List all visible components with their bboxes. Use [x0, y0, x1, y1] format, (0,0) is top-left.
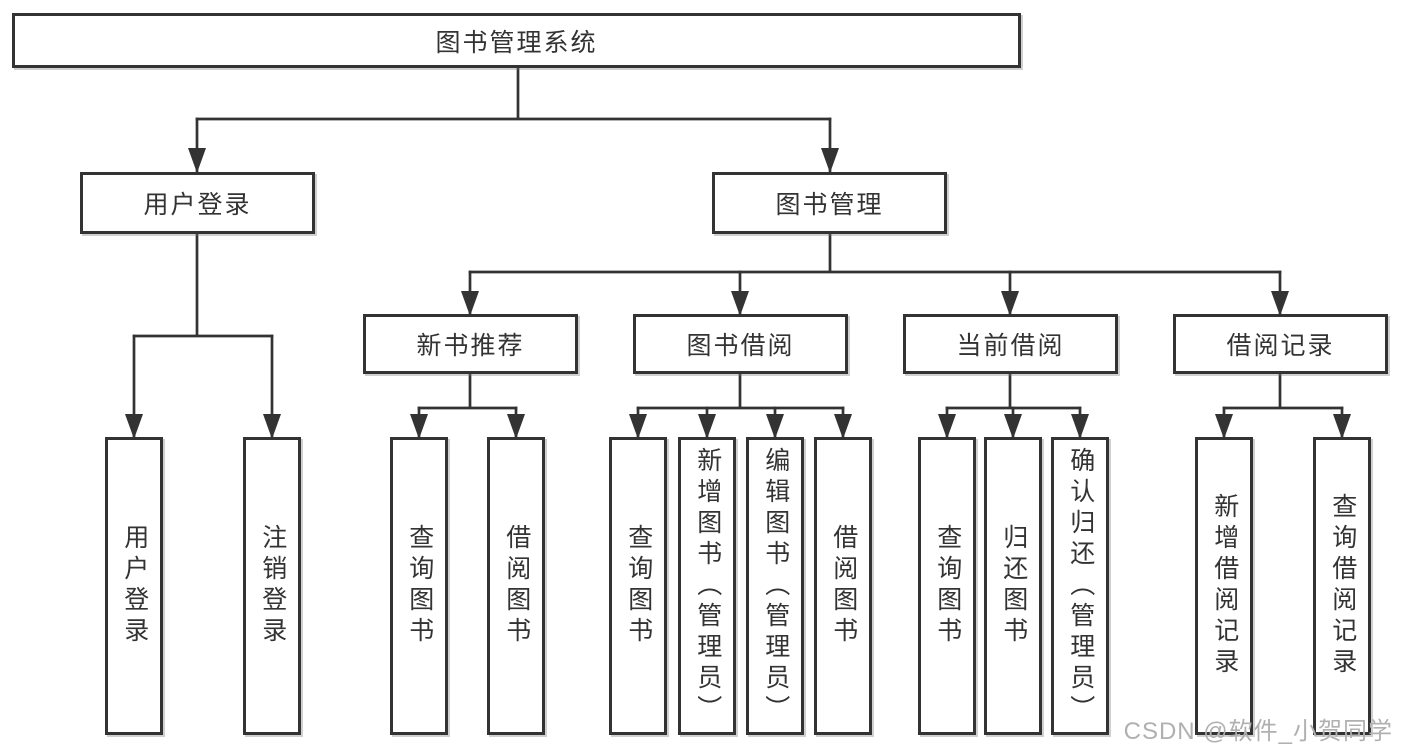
node-label: 借阅记录 — [1226, 332, 1335, 360]
leaf-logout: 注销登录 — [243, 437, 301, 735]
leaf-cb-return-books: 归还图书 — [984, 437, 1042, 735]
leaf-bb-add-books-admin: 新增图书（管理员） — [678, 437, 736, 735]
node-label: 图书管理系统 — [435, 28, 598, 57]
leaf-label: 确认归还（管理员） — [1066, 446, 1095, 726]
leaf-nb-borrow-books: 借阅图书 — [487, 437, 545, 735]
leaf-cb-query-books: 查询图书 — [918, 437, 976, 735]
node-user-login: 用户登录 — [80, 172, 315, 234]
node-book-management: 图书管理 — [712, 172, 947, 234]
watermark: CSDN @软件_小贺同学 — [1123, 718, 1393, 745]
leaf-label: 借阅图书 — [829, 524, 858, 648]
leaf-label: 查询图书 — [933, 524, 962, 648]
node-label: 新书推荐 — [416, 332, 525, 360]
node-label: 图书管理 — [775, 191, 884, 219]
leaf-label: 查询借阅记录 — [1328, 493, 1357, 679]
leaf-label: 用户登录 — [120, 524, 149, 648]
leaf-br-add-record: 新增借阅记录 — [1195, 437, 1253, 735]
node-label: 当前借阅 — [956, 332, 1065, 360]
leaf-bb-query-books: 查询图书 — [609, 437, 667, 735]
node-book-borrow: 图书借阅 — [633, 314, 848, 374]
leaf-label: 查询图书 — [405, 524, 434, 648]
node-new-book-recommend: 新书推荐 — [363, 314, 578, 374]
node-borrow-records: 借阅记录 — [1173, 314, 1388, 374]
leaf-nb-query-books: 查询图书 — [390, 437, 448, 735]
leaf-user-login: 用户登录 — [105, 437, 163, 735]
leaf-cb-confirm-return-admin: 确认归还（管理员） — [1051, 437, 1109, 735]
node-label: 图书借阅 — [686, 332, 795, 360]
leaf-label: 查询图书 — [624, 524, 653, 648]
leaf-label: 新增图书（管理员） — [693, 446, 722, 726]
leaf-label: 归还图书 — [999, 524, 1028, 648]
node-root: 图书管理系统 — [12, 13, 1021, 68]
leaf-br-query-record: 查询借阅记录 — [1313, 437, 1371, 735]
leaf-label: 注销登录 — [258, 524, 287, 648]
leaf-bb-edit-books-admin: 编辑图书（管理员） — [746, 437, 804, 735]
node-label: 用户登录 — [143, 191, 252, 219]
node-current-borrow: 当前借阅 — [903, 314, 1118, 374]
leaf-label: 新增借阅记录 — [1210, 493, 1239, 679]
leaf-bb-borrow-books: 借阅图书 — [814, 437, 872, 735]
leaf-label: 编辑图书（管理员） — [761, 446, 790, 726]
leaf-label: 借阅图书 — [502, 524, 531, 648]
